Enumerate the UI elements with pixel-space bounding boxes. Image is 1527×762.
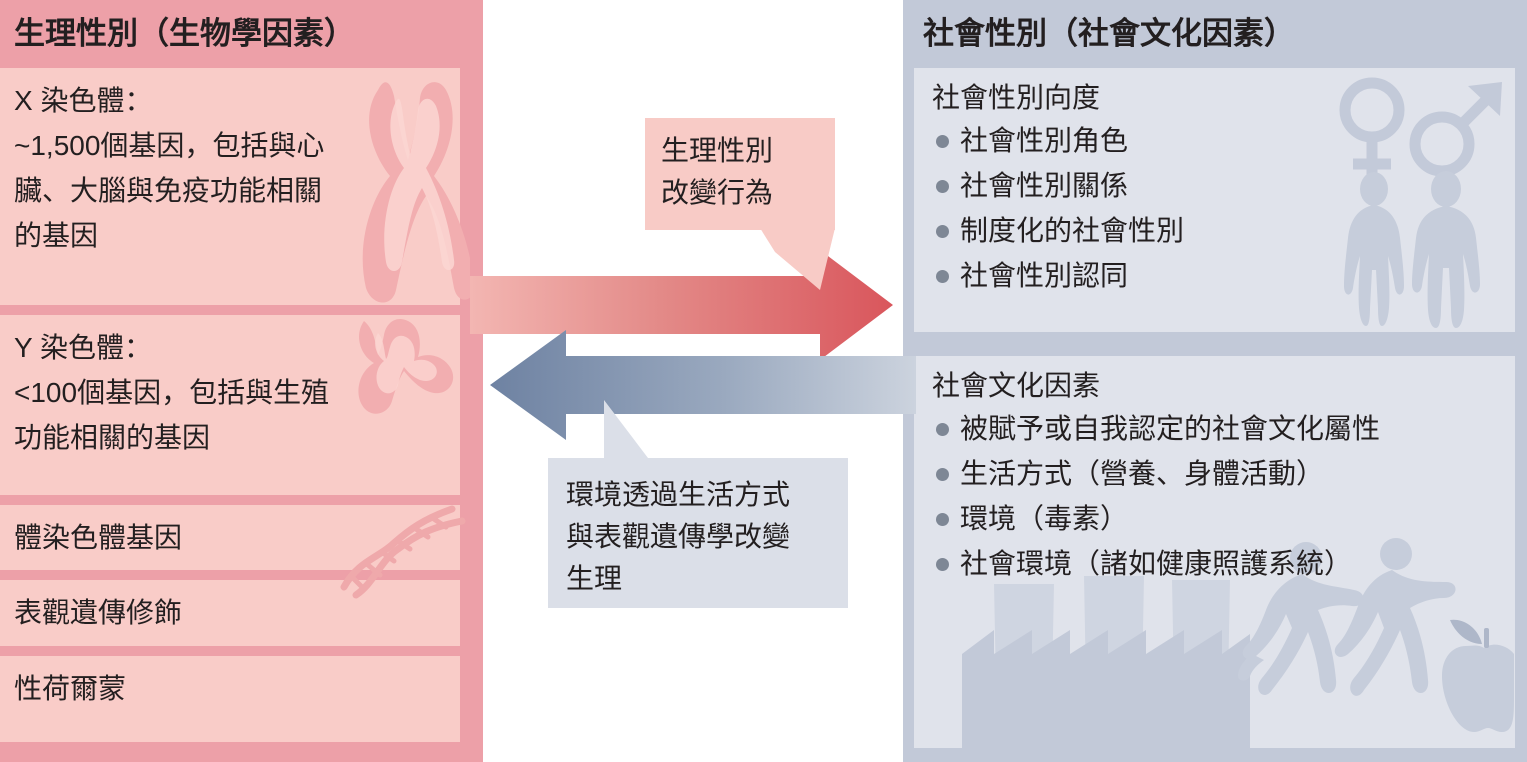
environment-changes-physiology-callout: 環境透過生活方式 與表觀遺傳學改變 生理 xyxy=(548,458,848,608)
sociocultural-factors-heading: 社會文化因素 xyxy=(932,370,1101,401)
list-item-label: 環境（毒素） xyxy=(960,503,1129,534)
sociocultural-factors-list: 被賦予或自我認定的社會文化屬性 生活方式（營養、身體活動） 環境（毒素） 社會環… xyxy=(914,406,1515,586)
center-zone xyxy=(483,0,903,762)
list-item-label: 社會性別角色 xyxy=(960,125,1129,156)
list-item-label: 被賦予或自我認定的社會文化屬性 xyxy=(960,413,1381,444)
list-item: 社會性別關係 xyxy=(914,163,1515,208)
sex-changes-behavior-callout: 生理性別 改變行為 xyxy=(645,118,835,230)
list-item: 制度化的社會性別 xyxy=(914,208,1515,253)
sex-callout-text: 生理性別 改變行為 xyxy=(661,135,774,208)
bullet-icon xyxy=(936,558,949,571)
gender-panel-title: 社會性別（社會文化因素） xyxy=(923,16,1295,51)
sex-row-text: X 染色體： ~1,500個基因，包括與心 臟、大腦與免疫功能相關 的基因 xyxy=(14,85,325,251)
bullet-icon xyxy=(936,423,949,436)
sex-row-list: X 染色體： ~1,500個基因，包括與心 臟、大腦與免疫功能相關 的基因 Y … xyxy=(0,68,470,762)
list-item-label: 社會性別認同 xyxy=(960,260,1129,291)
list-item: 社會環境（諸如健康照護系統） xyxy=(914,541,1515,586)
sex-panel: 生理性別（生物學因素） X 染色體： ~1,500個基因，包括與心 臟、大腦與免… xyxy=(0,0,483,762)
sex-row: X 染色體： ~1,500個基因，包括與心 臟、大腦與免疫功能相關 的基因 xyxy=(0,68,470,305)
list-item: 環境（毒素） xyxy=(914,496,1515,541)
sex-panel-title: 生理性別（生物學因素） xyxy=(14,16,355,51)
list-item-label: 社會環境（諸如健康照護系統） xyxy=(960,548,1353,579)
sex-row: Y 染色體： <100個基因，包括與生殖 功能相關的基因 xyxy=(0,315,460,495)
list-item: 社會性別認同 xyxy=(914,253,1515,298)
list-item: 被賦予或自我認定的社會文化屬性 xyxy=(914,406,1515,451)
gender-dimensions-list: 社會性別角色 社會性別關係 制度化的社會性別 社會性別認同 xyxy=(914,118,1515,298)
sex-row: 表觀遺傳修飾 xyxy=(0,580,460,646)
bullet-icon xyxy=(936,270,949,283)
list-item-label: 社會性別關係 xyxy=(960,170,1129,201)
bullet-icon xyxy=(936,513,949,526)
bullet-icon xyxy=(936,225,949,238)
list-item: 社會性別角色 xyxy=(914,118,1515,163)
gender-callout-text: 環境透過生活方式 與表觀遺傳學改變 生理 xyxy=(566,479,791,594)
gender-dimensions-heading: 社會性別向度 xyxy=(932,82,1101,113)
bullet-icon xyxy=(936,468,949,481)
sex-row-text: 表觀遺傳修飾 xyxy=(14,597,183,628)
list-item-label: 生活方式（營養、身體活動） xyxy=(960,458,1325,489)
bullet-icon xyxy=(936,135,949,148)
list-item: 生活方式（營養、身體活動） xyxy=(914,451,1515,496)
gender-panel: 社會性別（社會文化因素） xyxy=(903,0,1527,762)
sex-row: 性荷爾蒙 xyxy=(0,656,460,742)
sociocultural-factors-box: 社會文化因素 被賦予或自我認定的社會文化屬性 生活方式（營養、身體活動） 環境（… xyxy=(914,356,1515,748)
sex-row-text: 體染色體基因 xyxy=(14,522,183,553)
sex-row-text: 性荷爾蒙 xyxy=(14,673,127,704)
gender-dimensions-box: 社會性別向度 社會性別角色 社會性別關係 制度化的社會性別 社會性別認同 xyxy=(914,68,1515,332)
list-item-label: 制度化的社會性別 xyxy=(960,215,1185,246)
bullet-icon xyxy=(936,180,949,193)
sex-row-text: Y 染色體： <100個基因，包括與生殖 功能相關的基因 xyxy=(14,332,330,453)
sex-row: 體染色體基因 xyxy=(0,505,466,599)
